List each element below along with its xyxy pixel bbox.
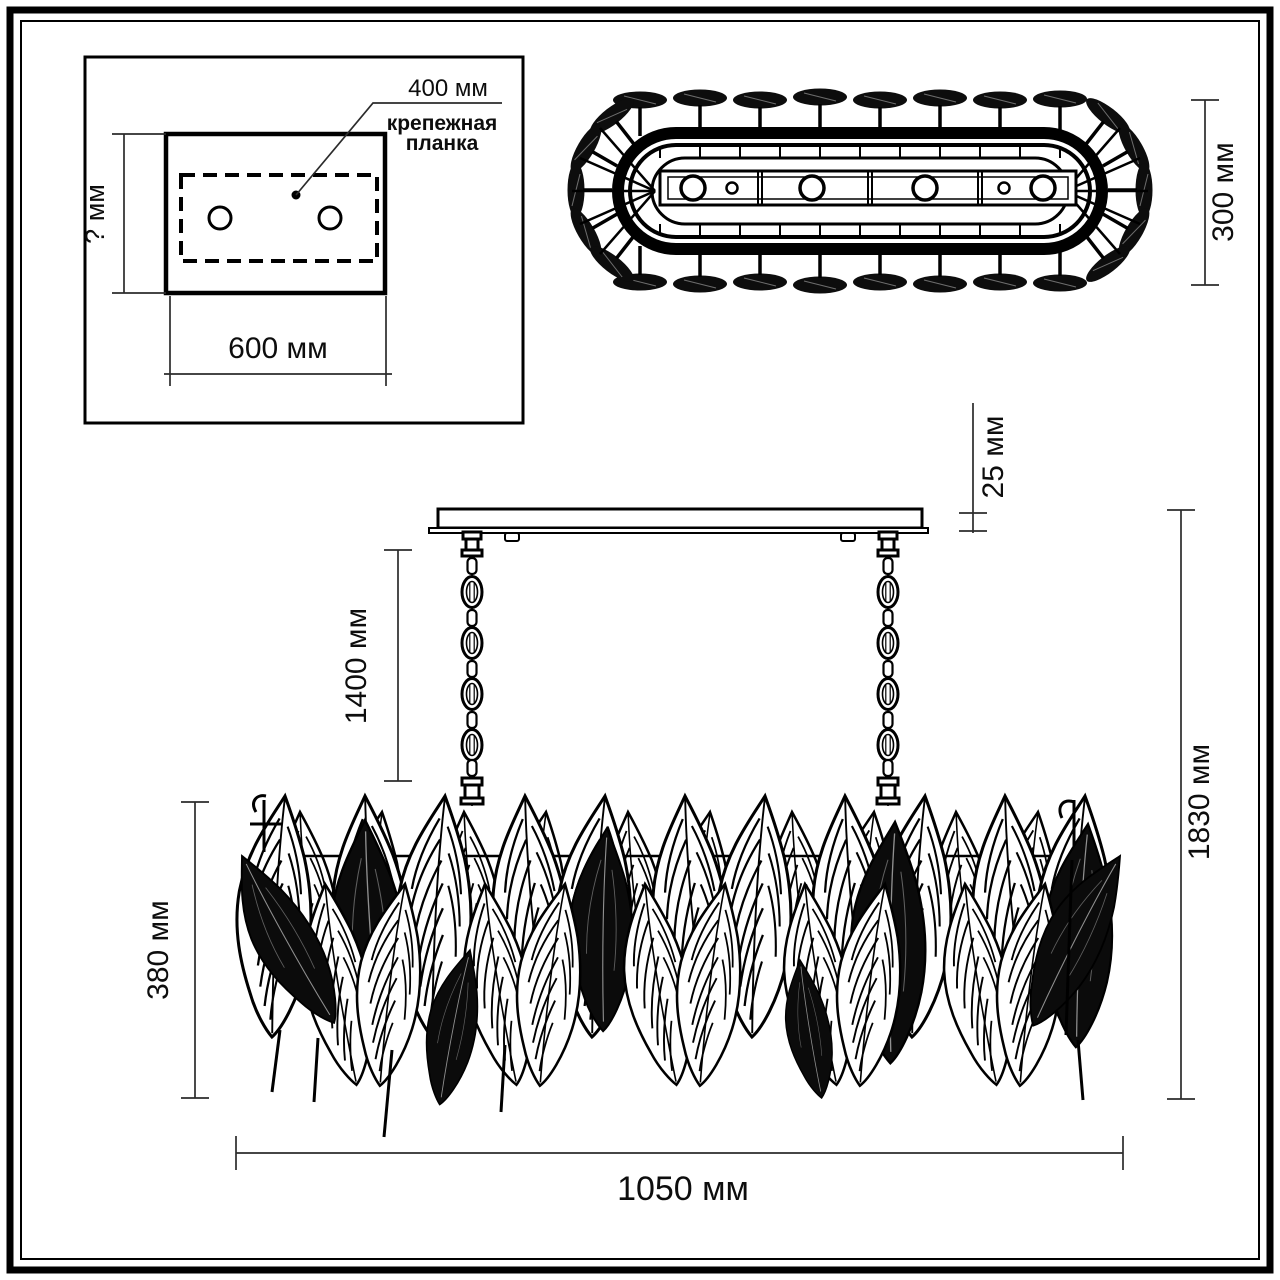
dim-label-plate-height: ? мм: [80, 184, 110, 244]
chain-link: [876, 626, 900, 660]
bar-fitting: [997, 181, 1011, 195]
chain-link: [882, 556, 894, 576]
chain-link: [882, 758, 894, 778]
frame-hooks: [250, 794, 1076, 852]
top-view-depth-dimension: 300 мм: [1191, 99, 1240, 286]
dim-label-total-height: 1830 мм: [1183, 744, 1216, 860]
chain-left: [459, 530, 485, 806]
mounting-bar-dashed: [179, 173, 379, 263]
dim-label-shade-height: 380 мм: [142, 900, 175, 1000]
screw-hole-left: [207, 205, 233, 231]
dim-label-fixture-width: 1050 мм: [617, 1170, 749, 1208]
leaf-crown: [213, 791, 1146, 1138]
mount-plate-panel: 400 мм крепежная планка ? мм 600 мм: [80, 55, 525, 425]
chain-link: [882, 710, 894, 730]
chain-link: [466, 556, 478, 576]
mounting-bar-caption-line1: крепежная: [387, 112, 498, 135]
page-border: [6, 6, 1274, 1274]
mounting-bar-leader: [291, 102, 502, 200]
front-view: 25 мм 1400 мм 380 мм 1830 мм 1050 мм: [142, 403, 1216, 1208]
chain-link: [460, 575, 484, 609]
plate-width-dimension: 600 мм: [164, 296, 392, 386]
lamp-socket: [798, 174, 826, 202]
bar-fitting: [725, 181, 739, 195]
mounting-bar-caption-line2: планка: [406, 132, 479, 155]
leaf-stems: [270, 859, 1085, 1138]
plate-height-dimension: ? мм: [80, 133, 166, 294]
fixture-width-dimension: 1050 мм: [235, 1136, 1124, 1208]
ceiling-plate-outline: [163, 131, 388, 296]
chain-link: [876, 728, 900, 762]
dim-label-plate-width: 600 мм: [228, 332, 328, 365]
dim-label-canopy-thickness: 25 мм: [977, 416, 1010, 499]
shade-height-dimension: 380 мм: [142, 801, 209, 1099]
chain-link: [460, 728, 484, 762]
lamp-socket: [911, 174, 939, 202]
chain-link: [466, 758, 478, 778]
petal: [791, 247, 849, 296]
chain-link: [876, 677, 900, 711]
chain-link: [876, 575, 900, 609]
top-view-struts: [659, 147, 1061, 235]
chain-link: [466, 608, 478, 628]
plate-screw: [840, 532, 856, 542]
chain-link: [882, 659, 894, 679]
chain-link: [460, 677, 484, 711]
screw-hole-right: [317, 205, 343, 231]
chain-link: [460, 626, 484, 660]
petal: [791, 86, 849, 135]
top-view-lamp-bar: [658, 169, 1078, 207]
dim-label-chain-length: 1400 мм: [340, 608, 373, 724]
dim-label-bar-length: 400 мм: [408, 75, 488, 102]
lamp-socket: [679, 174, 707, 202]
chain-link: [882, 608, 894, 628]
ceiling-plate: [428, 507, 929, 542]
canopy-thickness-dimension: 25 мм: [959, 403, 1010, 533]
lamp-socket: [1029, 174, 1057, 202]
chain-right: [875, 530, 901, 806]
chain-link: [466, 659, 478, 679]
chain-link: [466, 710, 478, 730]
total-height-dimension: 1830 мм: [1167, 509, 1216, 1100]
chain-length-dimension: 1400 мм: [340, 549, 412, 782]
dim-label-depth: 300 мм: [1207, 142, 1240, 242]
plate-screw: [504, 532, 520, 542]
top-view: 300 мм: [563, 86, 1240, 296]
